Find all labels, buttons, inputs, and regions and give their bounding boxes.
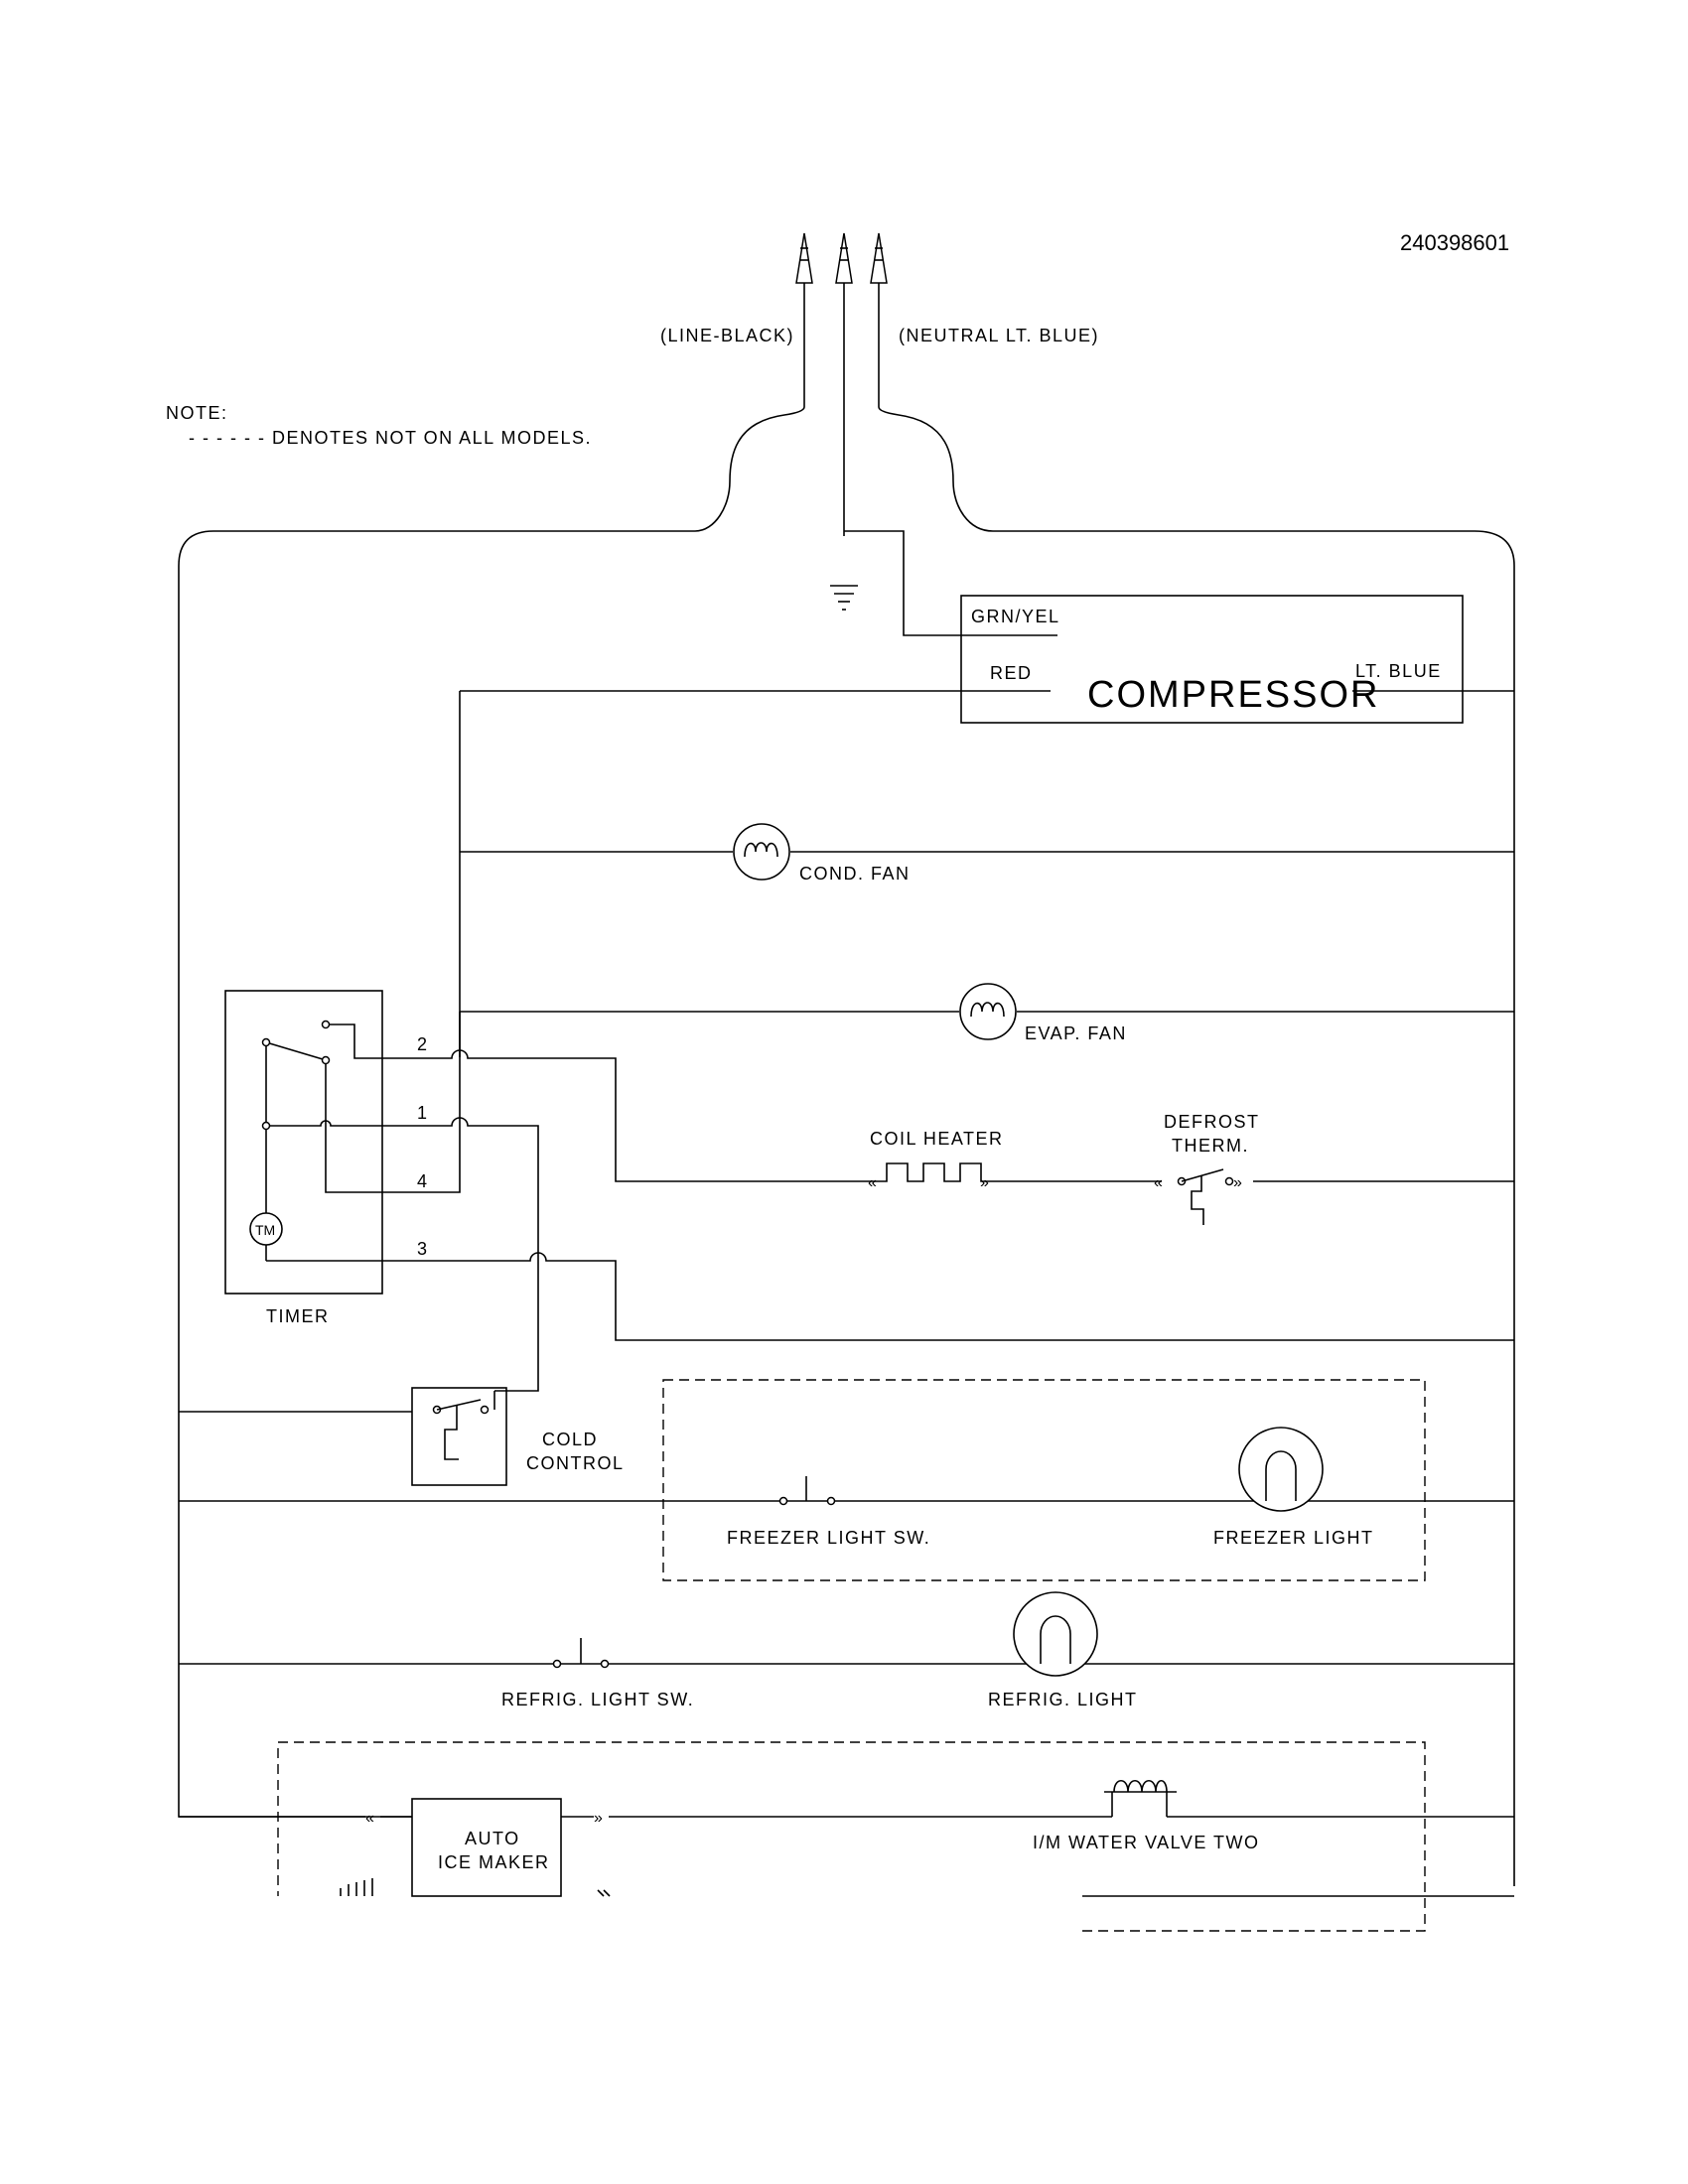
cold-control-box [411, 1387, 507, 1486]
note-body: - - - - - - DENOTES NOT ON ALL MODELS. [189, 428, 592, 448]
ice-maker-optional-box [277, 1741, 1426, 1932]
svg-text:«: « [868, 1174, 877, 1191]
terminal-4-label: 4 [417, 1171, 429, 1191]
auto-ice-maker-box [411, 1798, 562, 1897]
auto-ice-maker-label-2: ICE MAKER [438, 1852, 550, 1872]
evap-fan-label: EVAP. FAN [1025, 1024, 1127, 1043]
refrig-light-sw-label: REFRIG. LIGHT SW. [501, 1690, 694, 1709]
water-valve-coil [1104, 1779, 1177, 1793]
svg-text:«: « [365, 1810, 374, 1827]
evap-fan-symbol [959, 983, 1017, 1040]
auto-ice-maker-label-1: AUTO [465, 1829, 520, 1848]
freezer-light-switch [778, 1476, 836, 1506]
ground-symbol [830, 585, 858, 611]
neutral-wire [878, 406, 1515, 1886]
freezer-light-optional-box [662, 1379, 1426, 1581]
cond-fan-symbol [733, 823, 790, 881]
timer-internals [249, 1020, 382, 1262]
lt-blue-label: LT. BLUE [1355, 661, 1442, 681]
compressor-label: COMPRESSOR [1087, 674, 1379, 716]
defrost-label-2: THERM. [1172, 1136, 1249, 1156]
svg-text:«: « [1154, 1174, 1163, 1191]
terminal-1-label: 1 [417, 1103, 429, 1123]
refrig-light-label: REFRIG. LIGHT [988, 1690, 1138, 1709]
supply-arrows [795, 232, 888, 536]
cond-fan-label: COND. FAN [799, 864, 911, 884]
note-title: NOTE: [166, 403, 228, 423]
terminal-2-wire [382, 1049, 874, 1182]
coil-heater-label: COIL HEATER [870, 1129, 1004, 1149]
timer-motor-label: TM [255, 1222, 275, 1238]
ice-maker-wiring: « » [179, 1792, 1514, 1897]
terminal-3-label: 3 [417, 1239, 429, 1259]
svg-text:»: » [1233, 1174, 1242, 1191]
terminal-4-wire [382, 1012, 461, 1193]
red-label: RED [990, 663, 1033, 683]
svg-text:»: » [594, 1810, 603, 1827]
terminal-2-label: 2 [417, 1034, 429, 1054]
terminal-3-wire [382, 1252, 1514, 1341]
neutral-label: (NEUTRAL LT. BLUE) [899, 326, 1099, 345]
line-label: (LINE-BLACK) [660, 326, 794, 345]
defrost-label-1: DEFROST [1164, 1112, 1260, 1132]
grn-yel-label: GRN/YEL [971, 607, 1060, 626]
freezer-light-label: FREEZER LIGHT [1213, 1528, 1374, 1548]
cold-control-label-1: COLD [542, 1430, 598, 1449]
cold-control-label-2: CONTROL [526, 1453, 625, 1473]
freezer-light-sw-label: FREEZER LIGHT SW. [727, 1528, 930, 1548]
svg-text:»: » [980, 1174, 989, 1191]
refrig-light-symbol [1013, 1591, 1098, 1677]
line-wire [178, 406, 805, 1818]
freezer-light-symbol [1238, 1427, 1324, 1512]
defrost-therm-symbol: « » [1154, 1168, 1514, 1225]
compressor-box [960, 595, 1464, 724]
timer-box [224, 990, 383, 1295]
water-valve-label: I/M WATER VALVE TWO [1033, 1833, 1260, 1852]
cold-control-switch [432, 1399, 490, 1460]
timer-label: TIMER [266, 1306, 330, 1326]
coil-heater-symbol: « » [868, 1162, 1162, 1191]
document-number: 240398601 [1400, 230, 1509, 255]
refrig-light-switch [552, 1638, 610, 1669]
ground-wire [844, 530, 1057, 636]
terminal-1-wire [382, 1117, 539, 1392]
